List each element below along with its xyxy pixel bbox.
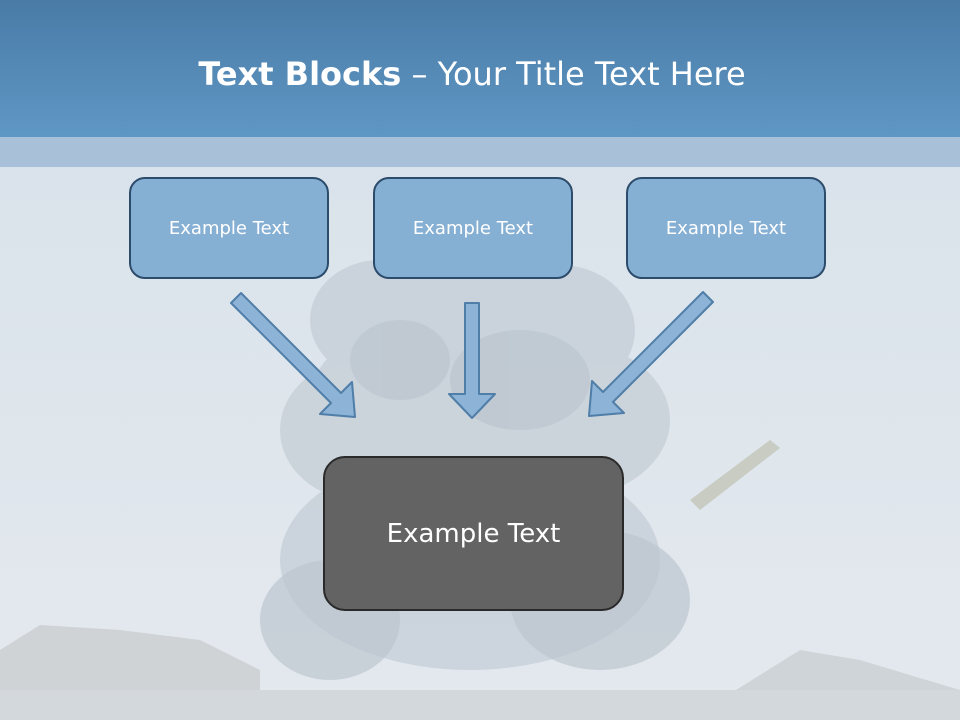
title-rest: Your Title Text Here — [437, 55, 746, 93]
header-sub-band — [0, 137, 960, 167]
center-text-box[interactable]: Example Text — [323, 456, 624, 611]
arrow-right-icon — [588, 291, 714, 417]
text-box-2[interactable]: Example Text — [373, 177, 573, 279]
slide-title: Text Blocks – Your Title Text Here — [0, 54, 944, 94]
text-box-1-label: Example Text — [168, 217, 290, 239]
center-text-box-label: Example Text — [386, 518, 561, 549]
title-bold: Text Blocks — [198, 55, 402, 93]
header-band — [0, 0, 960, 137]
arrow-left-icon — [230, 292, 356, 418]
text-box-1[interactable]: Example Text — [129, 177, 329, 279]
text-box-3-label: Example Text — [665, 217, 787, 239]
text-box-3[interactable]: Example Text — [626, 177, 826, 279]
title-separator: – — [401, 55, 438, 93]
arrow-down-icon — [448, 302, 496, 419]
text-box-2-label: Example Text — [412, 217, 534, 239]
